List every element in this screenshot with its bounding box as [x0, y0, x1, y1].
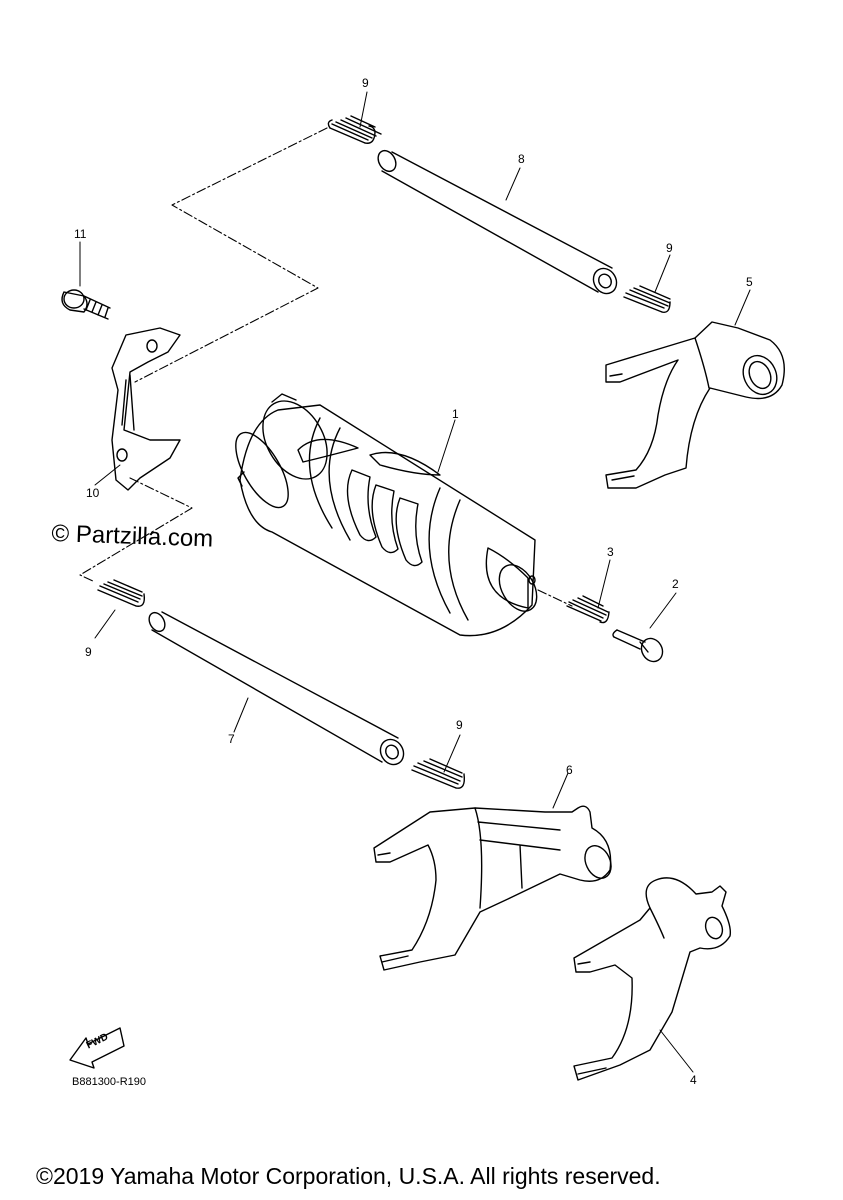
callout-1: 1	[452, 407, 459, 421]
callout-9-bottom: 9	[456, 718, 463, 732]
spring-9-left	[98, 580, 144, 606]
callout-2: 2	[672, 577, 679, 591]
callout-4: 4	[690, 1073, 697, 1087]
stopper-plate-10	[112, 328, 180, 490]
shift-fork-6	[374, 806, 616, 970]
callout-9-left: 9	[85, 645, 92, 659]
callout-7: 7	[228, 732, 235, 746]
shift-fork-5	[606, 322, 784, 488]
callout-8: 8	[518, 152, 525, 166]
callout-3: 3	[607, 545, 614, 559]
callout-9-top: 9	[362, 76, 369, 90]
fwd-arrow-icon	[70, 1028, 124, 1068]
callout-5: 5	[746, 275, 753, 289]
shift-fork-4	[574, 878, 730, 1080]
partzilla-watermark: © Partzilla.com	[51, 520, 214, 553]
bolt-11	[62, 290, 110, 319]
shift-shaft-8	[375, 147, 621, 297]
leader-lines	[80, 92, 750, 1072]
diagram-code: B881300-R190	[72, 1076, 147, 1088]
spring-3	[567, 596, 609, 623]
callout-10: 10	[86, 486, 100, 500]
callout-9-right: 9	[666, 241, 673, 255]
copyright-notice: ©2019 Yamaha Motor Corporation, U.S.A. A…	[36, 1163, 661, 1189]
spring-9-bottom	[412, 759, 464, 788]
spring-9-upper	[328, 116, 381, 143]
shift-shaft-7	[146, 610, 408, 769]
callout-6: 6	[566, 763, 573, 777]
assembly-guide-lines	[80, 128, 572, 606]
callout-11: 11	[74, 227, 87, 241]
spring-9-right	[624, 286, 670, 312]
shift-drum-1	[225, 390, 544, 636]
pin-2	[613, 630, 667, 665]
